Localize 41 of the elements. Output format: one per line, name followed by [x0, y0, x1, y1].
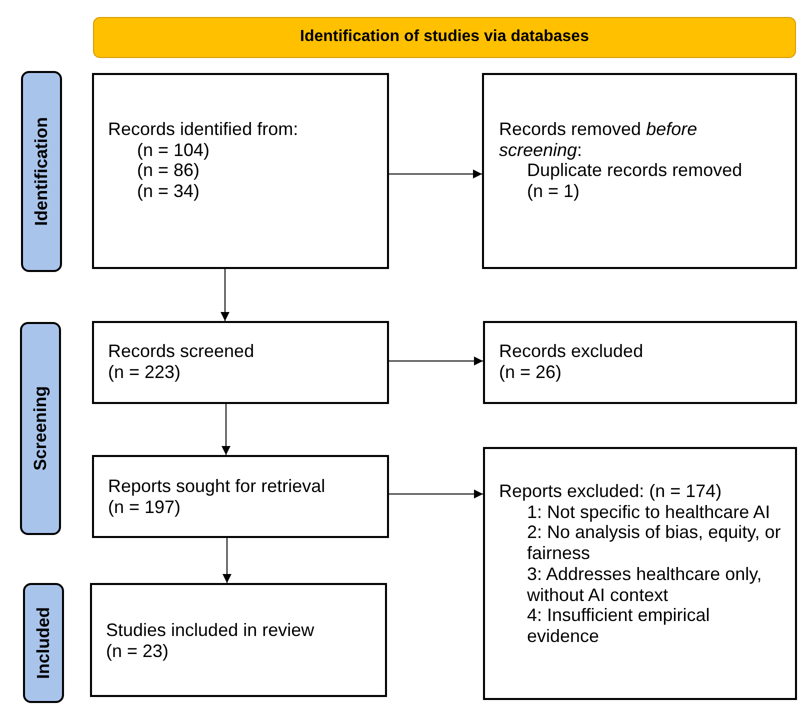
process-box: [92, 321, 389, 404]
arrow: [388, 356, 484, 366]
process-box: [483, 447, 797, 700]
node-text: (n = 86): [137, 160, 200, 182]
node-text: (n = 104): [137, 140, 210, 160]
node-text: Records removed before screening:: [499, 119, 698, 160]
node-text: Reports sought for retrieval: [108, 476, 326, 497]
process-box: [92, 455, 389, 538]
node-text: (n = 223): [108, 362, 181, 382]
node-text: Reports excluded: (n = 174): [499, 481, 722, 502]
banner-box: [93, 17, 796, 58]
node-text: (n = 197): [108, 496, 181, 518]
process-box: [90, 583, 387, 697]
node-text: Studies included in review: [106, 620, 314, 641]
node-text: Records screened: [108, 341, 254, 362]
arrow: [220, 268, 230, 322]
stage-label: Screening: [30, 386, 51, 471]
node-text: Duplicate records removed: [527, 160, 742, 182]
node-text: Records identified from:: [108, 119, 298, 140]
process-box: [92, 73, 389, 269]
process-box: [482, 73, 797, 269]
banner-title: Identification of studies via databases: [300, 27, 589, 48]
node-text: 1: Not specific to healthcare AI: [527, 502, 772, 522]
arrow: [222, 404, 230, 456]
node-text: 3: Addresses healthcare only, without AI context: [527, 564, 763, 606]
arrow: [388, 170, 482, 178]
node-text: (n = 23): [106, 640, 169, 662]
arrow: [388, 490, 484, 498]
node-text: 4: Insufficient empirical evidence: [527, 605, 711, 647]
node-text: (n = 34): [137, 181, 200, 202]
stage-label-box: [21, 71, 62, 272]
process-box: [483, 321, 797, 404]
stage-label: Included: [33, 607, 54, 679]
stage-label: Identification: [31, 117, 52, 226]
stage-label-box: [20, 322, 61, 535]
node-text: (n = 26): [499, 362, 562, 382]
stage-label-box: [23, 583, 64, 703]
node-text: Records excluded: [499, 341, 644, 362]
node-text: 2: No analysis of bias, equity, or fairness: [527, 522, 781, 564]
node-text: (n = 1): [527, 181, 580, 202]
arrow: [222, 538, 232, 584]
